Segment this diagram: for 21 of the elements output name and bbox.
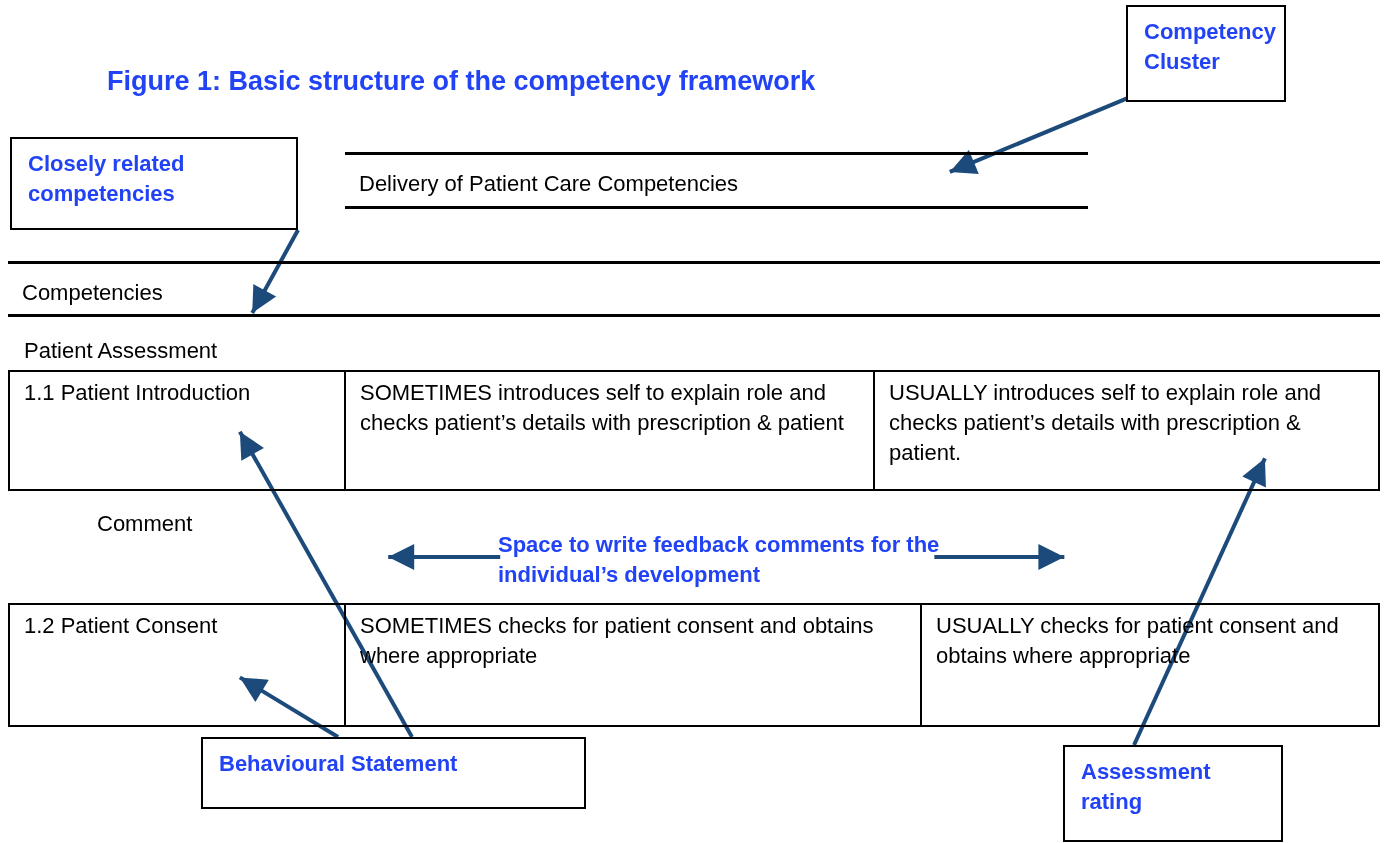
row-label: Comment — [97, 510, 193, 538]
note-text: Space to write feedback comments for the individual’s development — [498, 530, 941, 590]
section-heading: Delivery of Patient Care Competencies — [345, 152, 1088, 209]
callout-box: Closely related competencies — [10, 137, 298, 230]
table-cell: 1.1 Patient Introduction — [8, 370, 346, 491]
leader-arrow — [1132, 457, 1267, 746]
table-cell: USUALLY introduces self to explain role and checks patient’s details with prescription & patient. — [873, 370, 1380, 491]
row-heading: Patient Assessment — [24, 337, 218, 365]
leader-arrow — [238, 675, 340, 739]
leader-arrow — [949, 96, 1129, 174]
table-cell: 1.2 Patient Consent — [8, 603, 346, 727]
table-cell: SOMETIMES introduces self to explain role and checks patient’s details with prescription & patient — [344, 370, 875, 491]
arrow — [388, 544, 501, 570]
callout-box: Behavioural Statement — [201, 737, 586, 809]
callout-box: Competency Cluster — [1126, 5, 1286, 102]
arrow — [934, 544, 1065, 570]
figure-title: Figure 1: Basic structure of the competency framework — [107, 66, 816, 96]
leader-arrow — [250, 229, 300, 315]
leader-arrow — [238, 430, 414, 738]
section-heading: Competencies — [8, 261, 1380, 317]
callout-box: Assessment rating — [1063, 745, 1283, 842]
